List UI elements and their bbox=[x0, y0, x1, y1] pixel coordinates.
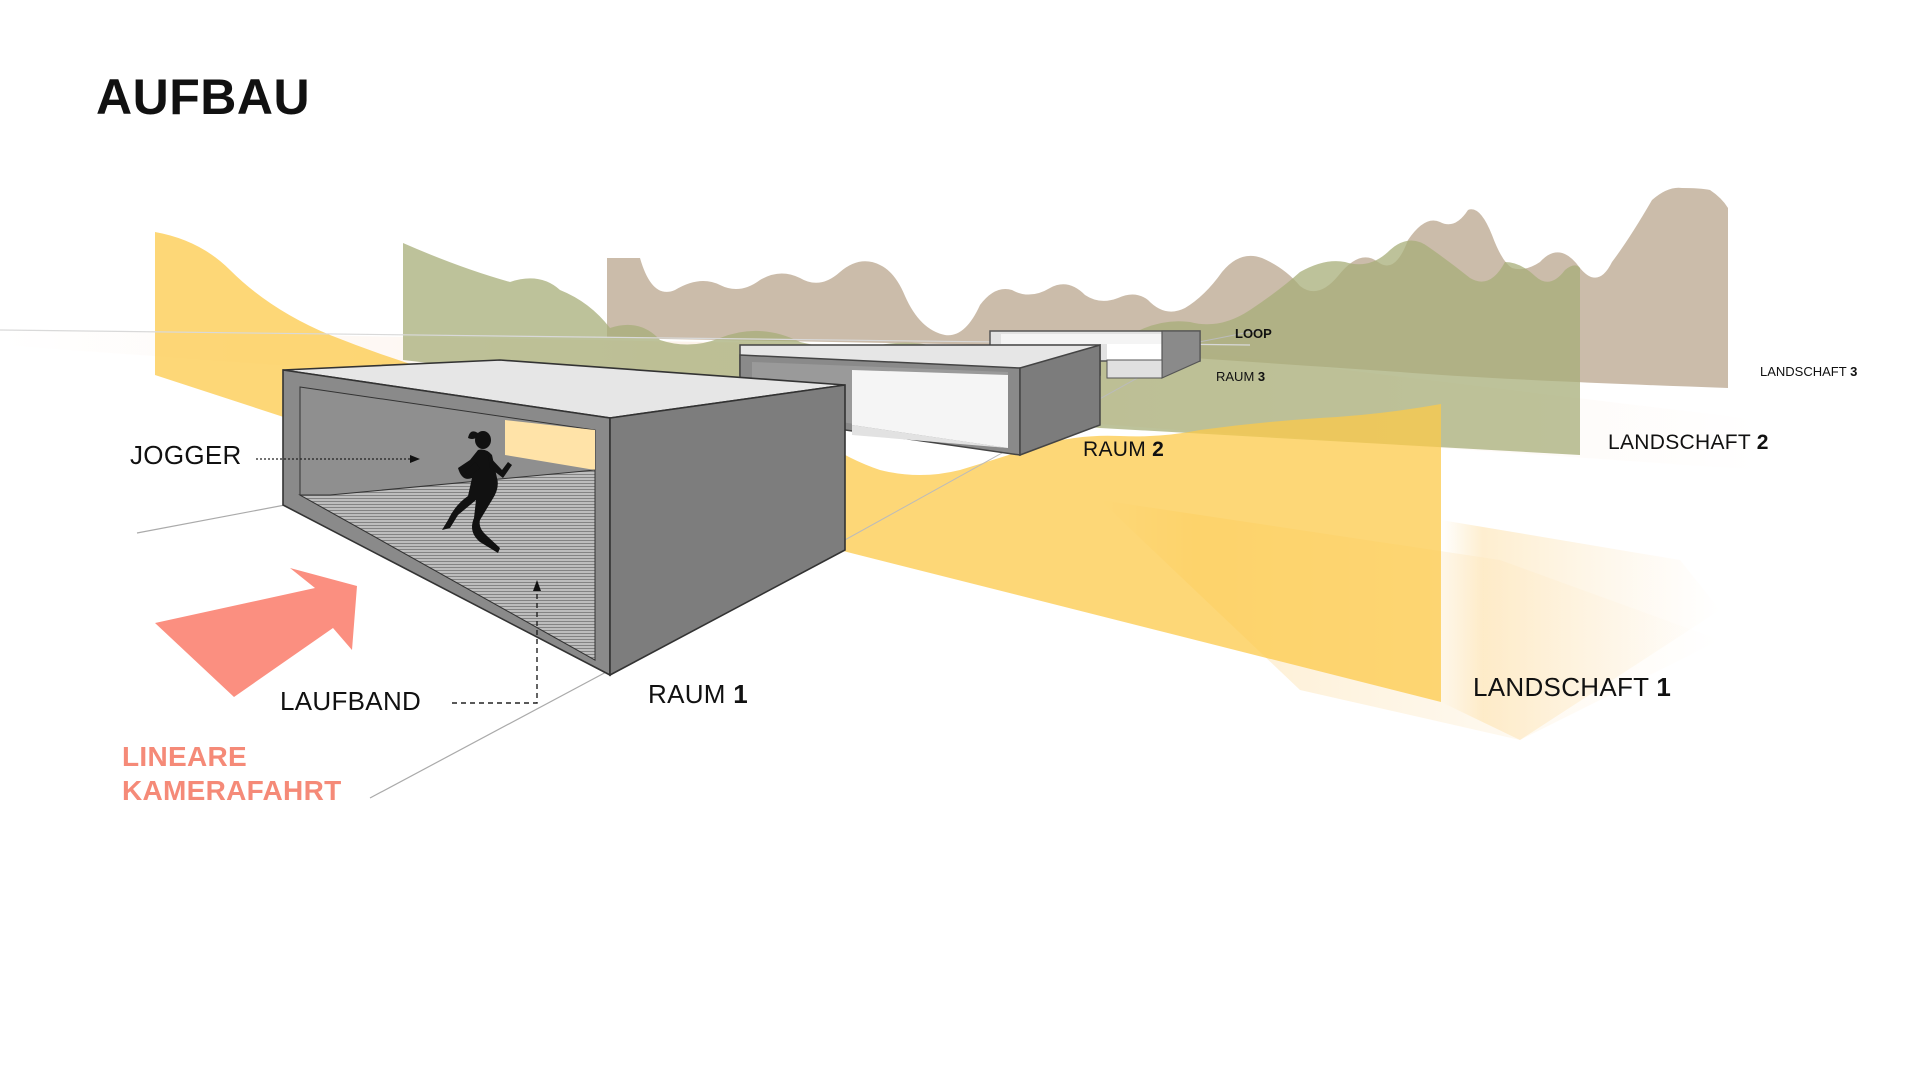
guide-line-2 bbox=[136, 504, 286, 534]
raum-2-word: RAUM bbox=[1083, 438, 1147, 461]
jogger-label: JOGGER bbox=[130, 440, 242, 471]
raum-3-label: RAUM 3 bbox=[1216, 369, 1265, 384]
loop-label: LOOP bbox=[1235, 326, 1272, 341]
landschaft-1-label: LANDSCHAFT 1 bbox=[1473, 672, 1671, 703]
raum-3-word: RAUM bbox=[1216, 369, 1255, 384]
raum-1-word: RAUM bbox=[648, 679, 726, 709]
guide-line-3 bbox=[369, 669, 611, 799]
raum-1-label: RAUM 1 bbox=[648, 679, 748, 710]
page-title: AUFBAU bbox=[96, 69, 311, 125]
landschaft-2-label: LANDSCHAFT 2 bbox=[1608, 431, 1769, 455]
raum-2-label: RAUM 2 bbox=[1083, 438, 1164, 462]
laufband-surface bbox=[298, 469, 596, 661]
landschaft-3-word: LANDSCHAFT bbox=[1760, 364, 1847, 379]
camera-label: LINEARE KAMERAFAHRT bbox=[122, 740, 342, 808]
jogger-pointer-arrowhead bbox=[410, 455, 420, 463]
laufband-label-text: LAUFBAND bbox=[280, 686, 422, 716]
laufband-pointer-line bbox=[452, 590, 538, 704]
raum-2-number: 2 bbox=[1152, 438, 1165, 461]
laufband-pointer-arrowhead bbox=[533, 580, 541, 591]
landschaft-1-number: 1 bbox=[1656, 672, 1672, 702]
raum-1-box bbox=[282, 359, 846, 677]
big-arrow-icon bbox=[155, 568, 357, 697]
landschaft-1-fade bbox=[1441, 520, 1720, 740]
landschaft-2-panel bbox=[403, 240, 1580, 455]
running-figure-icon bbox=[442, 431, 512, 553]
jogger-label-text: JOGGER bbox=[130, 440, 242, 470]
landschaft-3-number: 3 bbox=[1850, 364, 1858, 379]
camera-label-line-1: LINEARE bbox=[122, 741, 247, 772]
landschaft-2-word: LANDSCHAFT bbox=[1608, 431, 1751, 454]
laufband-label: LAUFBAND bbox=[280, 686, 421, 717]
landschaft-3-label: LANDSCHAFT 3 bbox=[1760, 364, 1857, 379]
raum-1-number: 1 bbox=[733, 679, 749, 709]
landschaft-1-word: LANDSCHAFT bbox=[1473, 672, 1649, 702]
camera-label-line-2: KAMERAFAHRT bbox=[122, 775, 342, 806]
raum-3-number: 3 bbox=[1257, 369, 1266, 384]
landschaft-2-number: 2 bbox=[1756, 431, 1769, 454]
